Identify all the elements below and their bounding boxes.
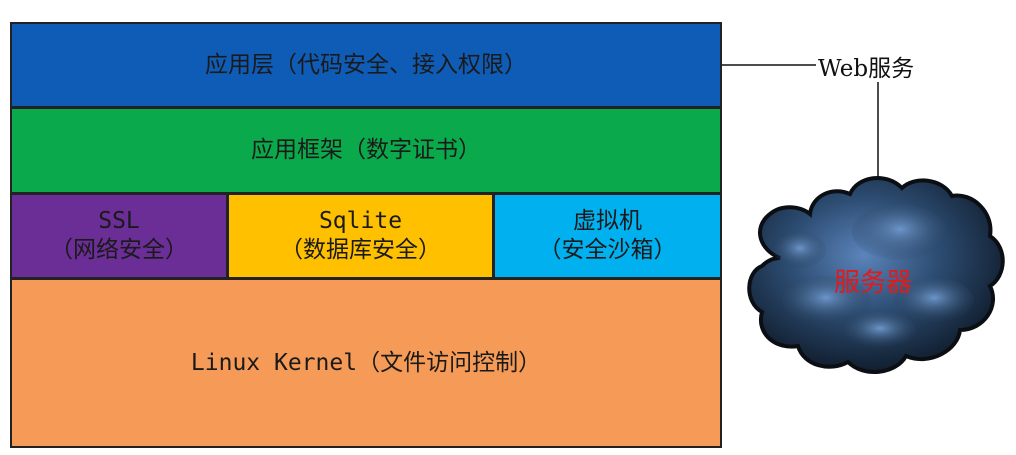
sqlite-title: Sqlite [318, 208, 403, 235]
server-label: 服务器 [834, 268, 913, 298]
ssl-subtitle: （网络安全） [50, 237, 188, 263]
sqlite-subtitle: （数据库安全） [280, 237, 441, 263]
application-layer-label: 应用层（代码安全、接入权限） [205, 51, 527, 78]
server-cloud-icon [747, 175, 1005, 375]
framework-layer-label: 应用框架（数字证书） [251, 137, 481, 164]
ssl-block: SSL （网络安全） [10, 193, 228, 279]
ssl-title: SSL [98, 208, 140, 235]
vm-subtitle: （安全沙箱） [538, 237, 677, 263]
virtual-machine-block: 虚拟机 （安全沙箱） [493, 193, 722, 279]
kernel-layer-label: Linux Kernel（文件访问控制） [190, 349, 542, 376]
web-service-label: Web服务 [818, 56, 915, 82]
application-layer: 应用层（代码安全、接入权限） [10, 22, 722, 108]
vm-title: 虚拟机 [573, 208, 642, 235]
linux-kernel-layer: Linux Kernel（文件访问控制） [10, 278, 722, 448]
